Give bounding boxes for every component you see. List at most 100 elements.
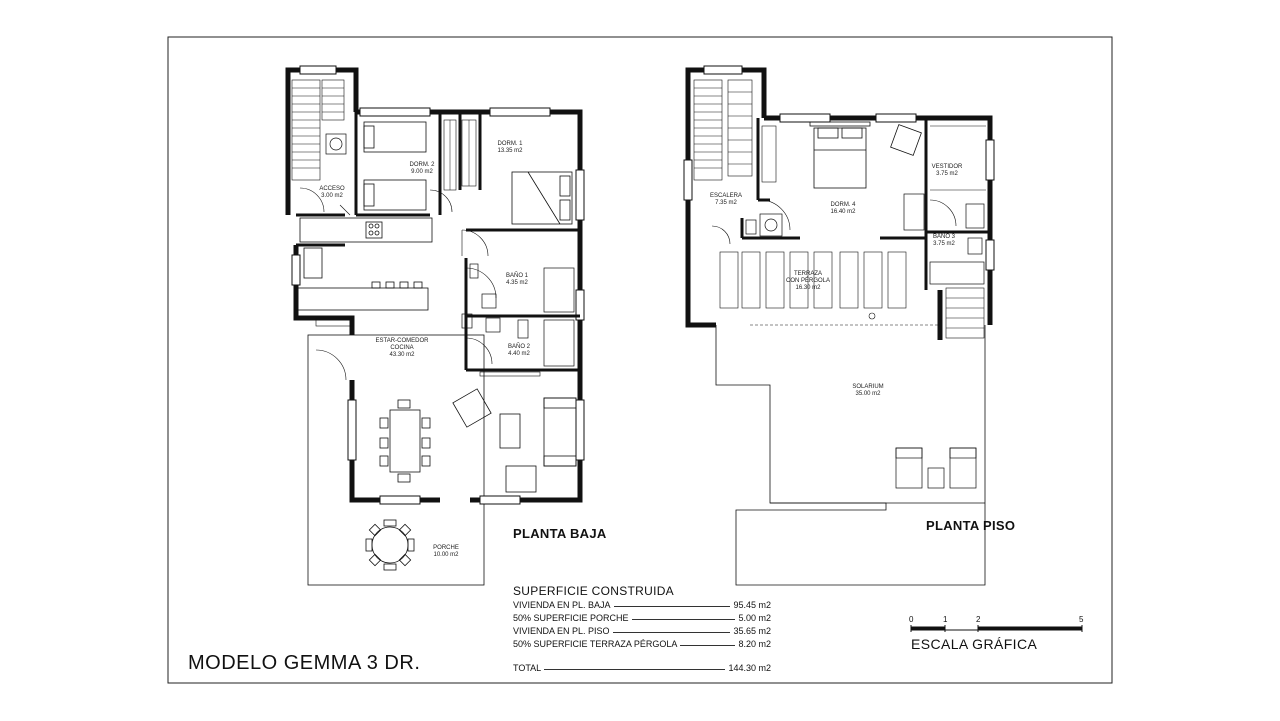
superficie-total-label: TOTAL [513, 663, 542, 673]
room-label-bano3: BAÑO 3 3.75 m2 [933, 234, 955, 248]
scale-title: ESCALA GRÁFICA [911, 636, 1038, 652]
room-name: DORM. 2 [409, 162, 435, 168]
superficie-label: 50% SUPERFICIE TERRAZA PÉRGOLA [513, 639, 678, 649]
door-swings [299, 187, 497, 381]
superficie-value: 8.20 m2 [738, 639, 771, 649]
room-area: 3.75 m2 [936, 171, 958, 177]
piso-appliance [745, 213, 783, 237]
piso-interior-walls [740, 118, 990, 290]
superficie-row: VIVIENDA EN PL. PISO 35.65 m2 [513, 626, 771, 636]
vestidor-shelves [930, 125, 986, 191]
room-name: BAÑO 2 [507, 344, 531, 350]
room-name-2: COCINA [390, 345, 414, 351]
porch-table [365, 519, 415, 571]
sheet-border [167, 36, 1113, 684]
room-area: 3.00 m2 [321, 193, 343, 199]
pergola [719, 251, 940, 326]
room-label-acceso: ACCESO 3.00 m2 [319, 186, 344, 200]
dorm2-beds [363, 121, 427, 211]
superficie-row: VIVIENDA EN PL. BAJA 95.45 m2 [513, 600, 771, 610]
room-name: PORCHE [433, 545, 459, 551]
solarium-stairs [945, 287, 985, 339]
room-label-vestidor: VESTIDOR 3.75 m2 [932, 164, 963, 178]
superficie-label: VIVIENDA EN PL. PISO [513, 626, 610, 636]
entrance-steps [315, 204, 353, 327]
windows [291, 65, 585, 505]
leader-line [680, 645, 736, 646]
superficie-label: 50% SUPERFICIE PORCHE [513, 613, 629, 623]
room-area: 10.00 m2 [433, 552, 459, 558]
room-area: 3.75 m2 [933, 241, 955, 247]
room-name-2: CON PÉRGOLA [785, 278, 831, 284]
leader-line [613, 606, 731, 607]
scale-tick-5: 5 [1079, 615, 1084, 624]
room-area: 16.30 m2 [795, 285, 821, 291]
room-label-bano2: BAÑO 2 4.40 m2 [508, 344, 530, 358]
room-label-bano1: BAÑO 1 4.35 m2 [506, 273, 528, 287]
porche-outline [307, 334, 485, 586]
room-name: SOLARIUM [852, 384, 884, 390]
leader-line [631, 619, 736, 620]
room-area: 4.40 m2 [508, 351, 530, 357]
superficie-value: 5.00 m2 [738, 613, 771, 623]
superficie-value: 35.65 m2 [733, 626, 771, 636]
room-area: 4.35 m2 [506, 280, 528, 286]
leader-line [544, 669, 726, 670]
outer-walls [285, 67, 583, 503]
room-label-terraza: TERRAZA CON PÉRGOLA 16.30 m2 [786, 271, 830, 292]
room-area: 35.00 m2 [855, 391, 881, 397]
model-title: MODELO GEMMA 3 DR. [188, 652, 421, 674]
dorm4-desk [903, 193, 925, 231]
room-label-dorm4: DORM. 4 16.40 m2 [830, 202, 855, 216]
superficie-title: SUPERFICIE CONSTRUIDA [513, 584, 674, 598]
stairs [291, 79, 345, 181]
superficie-row: 50% SUPERFICIE PORCHE 5.00 m2 [513, 613, 771, 623]
room-label-estar: ESTAR-COMEDOR COCINA 43.30 m2 [376, 338, 429, 359]
room-area: 16.40 m2 [830, 209, 856, 215]
room-name: BAÑO 1 [505, 273, 529, 279]
room-label-porche: PORCHE 10.00 m2 [433, 545, 459, 559]
room-name: DORM. 4 [830, 202, 856, 208]
piso-windows [683, 65, 995, 271]
room-area: 9.00 m2 [411, 169, 433, 175]
piso-stairs [693, 79, 753, 181]
dorm1-bed [511, 171, 573, 225]
superficie-label: VIVIENDA EN PL. BAJA [513, 600, 611, 610]
bano2-fixtures [461, 313, 575, 367]
solarium-outline [715, 325, 986, 586]
room-label-dorm1: DORM. 1 13.35 m2 [497, 141, 522, 155]
room-area: 7.35 m2 [715, 200, 737, 206]
dorm4-bed [809, 121, 871, 189]
kitchen [295, 217, 433, 311]
acceso-appliance [325, 133, 347, 155]
room-name: BAÑO 3 [932, 234, 956, 240]
superficie-total-row: TOTAL 144.30 m2 [513, 663, 771, 673]
room-name: VESTIDOR [931, 164, 963, 170]
dorm4-armchair [890, 124, 922, 156]
planta-baja-plan [285, 65, 585, 586]
room-name: ESCALERA [709, 193, 743, 199]
piso-door-swings [711, 199, 957, 245]
room-name: TERRAZA [793, 271, 823, 277]
bano1-fixtures [469, 263, 575, 313]
living-furniture [452, 388, 577, 493]
room-label-escalera: ESCALERA 7.35 m2 [710, 193, 742, 207]
superficie-row: 50% SUPERFICIE TERRAZA PÉRGOLA 8.20 m2 [513, 639, 771, 649]
room-area: 43.30 m2 [389, 352, 415, 358]
leader-line [612, 632, 731, 633]
room-name: ESTAR-COMEDOR [375, 338, 429, 344]
sun-loungers [895, 447, 977, 489]
scale-tick-1: 1 [943, 615, 948, 624]
planta-piso-title: PLANTA PISO [926, 518, 1016, 533]
room-name: DORM. 1 [497, 141, 523, 147]
superficie-value: 95.45 m2 [733, 600, 771, 610]
planta-piso-plan [683, 65, 995, 586]
room-label-solarium: SOLARIUM 35.00 m2 [852, 384, 883, 398]
planta-baja-title: PLANTA BAJA [513, 526, 607, 541]
room-name: ACCESO [319, 186, 345, 192]
scale-bar [910, 625, 1083, 632]
room-label-dorm2: DORM. 2 9.00 m2 [409, 162, 434, 176]
scale-tick-2: 2 [976, 615, 981, 624]
superficie-total-value: 144.30 m2 [728, 663, 771, 673]
